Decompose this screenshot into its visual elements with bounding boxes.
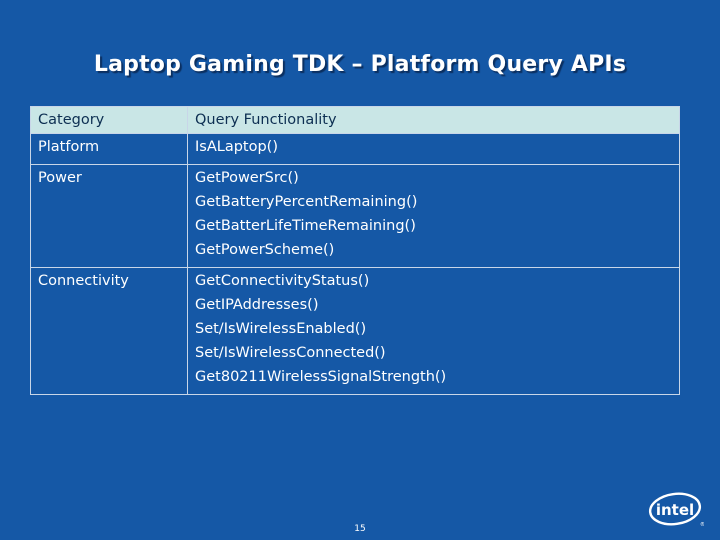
function-item: IsALaptop() [195, 139, 278, 155]
row-category: Platform [30, 133, 188, 165]
table-row: Platform IsALaptop() [30, 133, 680, 165]
function-item: Get80211WirelessSignalStrength() [195, 369, 447, 385]
api-table: Category Query Functionality Platform Is… [30, 106, 680, 395]
row-functions: IsALaptop() [187, 133, 680, 165]
function-item: GetPowerScheme() [195, 242, 335, 258]
function-item: GetBatterLifeTimeRemaining() [195, 218, 416, 234]
row-functions: GetConnectivityStatus() GetIPAddresses()… [187, 267, 680, 395]
row-functions: GetPowerSrc() GetBatteryPercentRemaining… [187, 164, 680, 268]
function-item: GetPowerSrc() [195, 170, 299, 186]
slide-title: Laptop Gaming TDK – Platform Query APIs [93, 52, 627, 77]
intel-logo-icon: intel ® [648, 492, 704, 528]
table-header-row: Category Query Functionality [30, 106, 680, 134]
row-category: Power [30, 164, 188, 268]
header-category: Category [30, 106, 188, 134]
function-item: GetConnectivityStatus() [195, 273, 370, 289]
function-item: Set/IsWirelessEnabled() [195, 321, 367, 337]
page-number: 15 [354, 524, 366, 534]
row-category: Connectivity [30, 267, 188, 395]
table-row: Connectivity GetConnectivityStatus() Get… [30, 267, 680, 395]
svg-text:®: ® [700, 521, 704, 528]
function-item: GetIPAddresses() [195, 297, 319, 313]
header-query-functionality: Query Functionality [187, 106, 680, 134]
logo-text: intel [656, 501, 694, 519]
function-item: Set/IsWirelessConnected() [195, 345, 386, 361]
function-item: GetBatteryPercentRemaining() [195, 194, 418, 210]
table-row: Power GetPowerSrc() GetBatteryPercentRem… [30, 164, 680, 268]
